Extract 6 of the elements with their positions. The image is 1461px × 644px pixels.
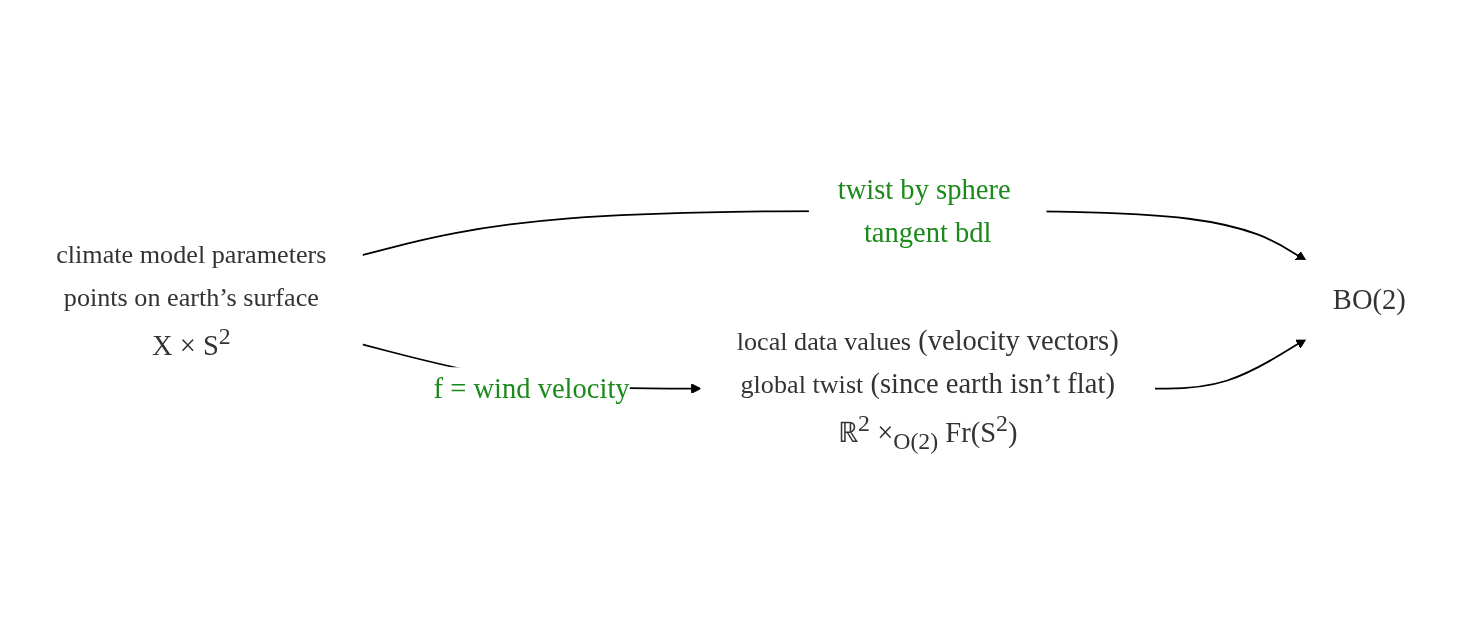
arrow xyxy=(1153,338,1306,390)
node-text: local data values (velocity vectors) global twist (since earth isn’t flat) ℝ$^{2}$ ×$_{O(2)}$ Fr(S$^{2}$) xyxy=(736,325,1119,454)
edge-label: f = wind velocity xyxy=(433,373,630,405)
node-text: BO(2) xyxy=(1332,284,1406,316)
edge-label: twist by sphere tangent bdl xyxy=(837,174,1011,248)
node-text: climate model parameters points on earth’s surface X × S$^{2}$ xyxy=(55,239,326,362)
